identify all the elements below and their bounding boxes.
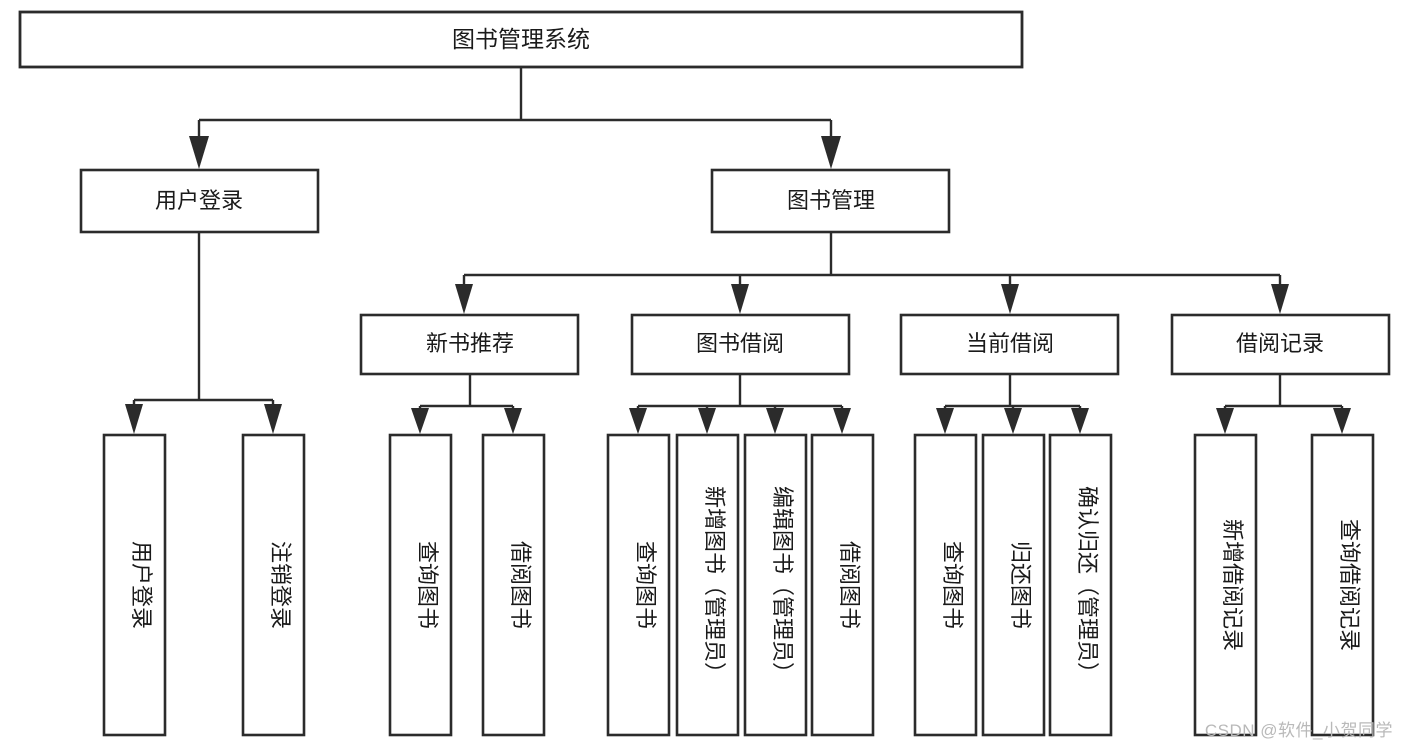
- arrow-head-level2-0: [189, 136, 209, 169]
- leaf-borrow-record-1[interactable]: 查询借阅记录: [1310, 433, 1375, 737]
- leaf-box: [606, 433, 671, 737]
- leaf-new-book-recommend-0[interactable]: 查询图书: [388, 433, 453, 737]
- arrow-head-br-1: [1333, 408, 1351, 434]
- csdn-watermark: CSDN @软件_小贺同学: [1204, 721, 1393, 740]
- leaf-book-borrow-2[interactable]: 编辑图书（管理员）: [743, 433, 808, 737]
- node-root[interactable]: 图书管理系统: [18, 10, 1024, 69]
- node-current-borrow[interactable]: 当前借阅: [899, 313, 1120, 376]
- arrow-head-level3-2: [1001, 284, 1019, 314]
- leaf-current-borrow-0[interactable]: 查询图书: [913, 433, 978, 737]
- leaf-label: 用户登录: [129, 541, 154, 629]
- leaf-label: 编辑图书（管理员）: [770, 486, 795, 684]
- leaf-label: 查询图书: [940, 541, 965, 629]
- borrow-record-label: 借阅记录: [1236, 331, 1324, 356]
- leaf-label: 借阅图书: [508, 541, 533, 629]
- leaf-borrow-record-0[interactable]: 新增借阅记录: [1193, 433, 1258, 737]
- arrow-head-nbr-1: [504, 408, 522, 434]
- node-user-login[interactable]: 用户登录: [79, 168, 320, 234]
- arrow-head-bb-1: [698, 408, 716, 434]
- leaf-box: [675, 433, 740, 737]
- borrow-record-box: [1170, 313, 1391, 376]
- arrow-head-level2-1: [821, 136, 841, 169]
- node-borrow-record[interactable]: 借阅记录: [1170, 313, 1391, 376]
- user-login-label: 用户登录: [155, 188, 243, 213]
- node-book-management[interactable]: 图书管理: [710, 168, 951, 234]
- leaf-label: 归还图书: [1008, 541, 1033, 629]
- leaf-current-borrow-1[interactable]: 归还图书: [981, 433, 1046, 737]
- leaf-label: 确认归还（管理员）: [1075, 486, 1100, 684]
- arrow-head-user-login-1: [264, 404, 282, 434]
- book-management-box: [710, 168, 951, 234]
- leaf-current-borrow-2[interactable]: 确认归还（管理员）: [1048, 433, 1113, 737]
- arrow-head-bb-3: [833, 408, 851, 434]
- leaf-label: 注销登录: [268, 541, 293, 629]
- leaf-book-borrow-0[interactable]: 查询图书: [606, 433, 671, 737]
- root-label: 图书管理系统: [452, 26, 590, 52]
- leaf-label: 查询图书: [415, 541, 440, 629]
- leaf-box: [913, 433, 978, 737]
- leaf-label: 查询图书: [633, 541, 658, 629]
- leaf-new-book-recommend-1[interactable]: 借阅图书: [481, 433, 546, 737]
- leaf-user-login-0[interactable]: 用户登录: [102, 433, 167, 737]
- leaf-box: [388, 433, 453, 737]
- leaf-box: [810, 433, 875, 737]
- leaf-box: [1193, 433, 1258, 737]
- leaf-box: [102, 433, 167, 737]
- leaf-user-login-1[interactable]: 注销登录: [241, 433, 306, 737]
- arrow-head-level3-3: [1271, 284, 1289, 314]
- arrow-head-bb-2: [766, 408, 784, 434]
- arrow-head-level3-0: [455, 284, 473, 314]
- leaf-label: 新增图书（管理员）: [702, 486, 727, 684]
- arrow-head-cb-2: [1071, 408, 1089, 434]
- root-box: [18, 10, 1024, 69]
- leaf-box: [1310, 433, 1375, 737]
- leaf-box: [241, 433, 306, 737]
- leaf-box: [481, 433, 546, 737]
- arrow-head-br-0: [1216, 408, 1234, 434]
- book-management-label: 图书管理: [787, 188, 875, 213]
- leaf-book-borrow-1[interactable]: 新增图书（管理员）: [675, 433, 740, 737]
- arrow-head-user-login-0: [125, 404, 143, 434]
- node-new-book-recommend[interactable]: 新书推荐: [359, 313, 580, 376]
- new-book-recommend-box: [359, 313, 580, 376]
- leaf-box: [1048, 433, 1113, 737]
- current-borrow-label: 当前借阅: [966, 331, 1054, 356]
- current-borrow-box: [899, 313, 1120, 376]
- arrow-head-cb-1: [1004, 408, 1022, 434]
- arrow-head-cb-0: [936, 408, 954, 434]
- leaf-book-borrow-3[interactable]: 借阅图书: [810, 433, 875, 737]
- arrow-head-level3-1: [731, 284, 749, 314]
- arrow-head-nbr-0: [411, 408, 429, 434]
- new-book-recommend-label: 新书推荐: [426, 331, 514, 356]
- leaf-label: 借阅图书: [837, 541, 862, 629]
- leaf-box: [981, 433, 1046, 737]
- arrow-head-bb-0: [629, 408, 647, 434]
- leaf-label: 查询借阅记录: [1337, 519, 1362, 651]
- leaf-label: 新增借阅记录: [1220, 519, 1245, 651]
- node-book-borrow[interactable]: 图书借阅: [630, 313, 851, 376]
- leaf-box: [743, 433, 808, 737]
- book-borrow-label: 图书借阅: [696, 331, 784, 356]
- book-borrow-box: [630, 313, 851, 376]
